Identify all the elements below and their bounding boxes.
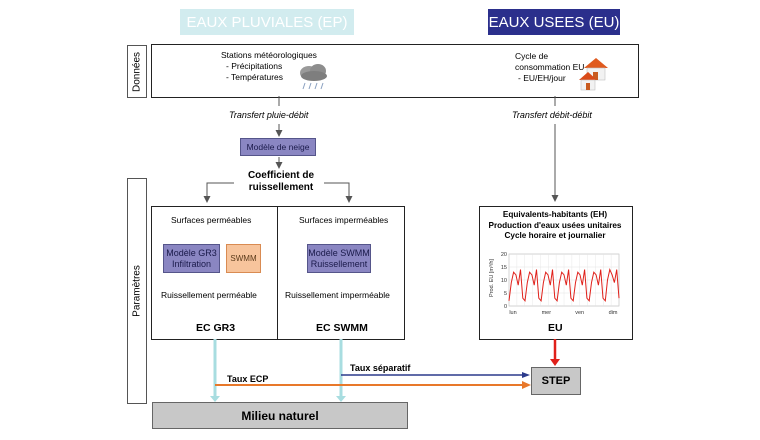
eu-to-step-arrowhead xyxy=(550,359,560,366)
eaux-pluviales-header: EAUX PLUVIALES (EP) xyxy=(180,9,354,35)
chart-y-tick-label: 5 xyxy=(504,291,507,297)
surfaces-impermeables-title: Surfaces imperméables xyxy=(299,215,389,225)
gr3-line-2: Infiltration xyxy=(171,258,212,269)
chart-x-tick-label: mer xyxy=(542,310,552,316)
donnees-side-label: Données xyxy=(127,45,147,98)
parametres-side-label: Paramètres xyxy=(127,178,147,404)
cycle-line-1: Cycle de xyxy=(515,51,549,61)
pluvial-arrowhead-right xyxy=(336,396,346,402)
chart-y-ticks: 0 5 10 15 20 xyxy=(501,252,507,310)
chart-x-tick-label: dim xyxy=(609,310,618,316)
coefficient-line-2: ruissellement xyxy=(248,182,314,193)
surfaces-divider xyxy=(277,206,278,339)
milieu-naturel-box: Milieu naturel xyxy=(152,402,408,429)
swmm-line-1: Modèle SWMM xyxy=(308,247,370,258)
transfert-debit-debit: Transfert débit-débit xyxy=(512,110,592,120)
coefficient-line-1: Coefficient de xyxy=(247,170,315,181)
pluvial-arrowhead-left xyxy=(210,396,220,402)
taux-ecp-label: Taux ECP xyxy=(227,374,269,384)
ec-swmm-label: EC SWMM xyxy=(316,322,368,334)
chart-x-tick-label: ven xyxy=(575,310,584,316)
eaux-usees-header: EAUX USEES (EU) xyxy=(488,9,620,35)
eu-box-text: Equivalents-habitants (EH) Production d'… xyxy=(479,210,631,242)
chart-y-tick-label: 0 xyxy=(504,304,507,310)
step-box: STEP xyxy=(531,367,581,395)
modele-gr3-box: Modèle GR3 Infiltration xyxy=(163,244,220,273)
stations-item-temperatures: - Températures xyxy=(226,72,284,82)
chart-x-tick-label: lun xyxy=(509,310,516,316)
stations-title: Stations météorologiques xyxy=(221,50,317,60)
swmm-line-2: Ruissellement xyxy=(310,258,368,269)
ecp-arrowhead xyxy=(522,381,531,389)
surfaces-box xyxy=(151,206,405,340)
swmm-box: SWMM xyxy=(226,244,261,273)
ec-gr3-label: EC GR3 xyxy=(196,322,236,334)
separatif-arrowhead xyxy=(522,372,530,378)
modele-de-neige-box: Modèle de neige xyxy=(240,138,316,156)
chart-y-label: Prod. EU [m³/h] xyxy=(489,259,495,297)
cycle-line-2: consommation EU xyxy=(515,62,585,72)
ruissellement-impermeable: Ruissellement imperméable xyxy=(285,290,390,300)
eu-label: EU xyxy=(548,322,563,334)
eu-line-2: Production d'eaux usées unitaires xyxy=(488,220,622,230)
chart-y-tick-label: 20 xyxy=(501,252,507,258)
eu-production-chart: 0 5 10 15 20 lun mer ven dim Prod. EU [m³/h] xyxy=(489,252,620,316)
rain-cloud-icon xyxy=(300,64,327,90)
eu-line-3: Cycle horaire et journalier xyxy=(504,231,606,240)
chart-series-line xyxy=(508,268,620,302)
donnees-box xyxy=(151,44,639,98)
stations-item-precipitations: - Précipitations xyxy=(226,61,283,71)
ruissellement-permeable: Ruissellement perméable xyxy=(161,290,257,300)
modele-swmm-box: Modèle SWMM Ruissellement xyxy=(307,244,371,273)
arrow-to-permeable xyxy=(203,182,234,203)
eu-line-1: Equivalents-habitants (EH) xyxy=(502,210,608,219)
arrow-to-impermeable xyxy=(324,182,353,203)
chart-y-tick-label: 15 xyxy=(501,265,507,271)
gr3-line-1: Modèle GR3 xyxy=(166,247,217,258)
taux-separatif-label: Taux séparatif xyxy=(350,363,411,373)
cycle-line-3: - EU/EH/jour xyxy=(518,73,566,83)
surfaces-permeables-title: Surfaces perméables xyxy=(171,215,252,225)
houses-icon xyxy=(579,58,608,91)
chart-x-ticks: lun mer ven dim xyxy=(509,310,618,316)
transfert-pluie-debit: Transfert pluie-débit xyxy=(229,110,309,120)
chart-y-tick-label: 10 xyxy=(501,278,507,284)
coefficient-label: Coefficient de ruissellement xyxy=(246,170,316,194)
